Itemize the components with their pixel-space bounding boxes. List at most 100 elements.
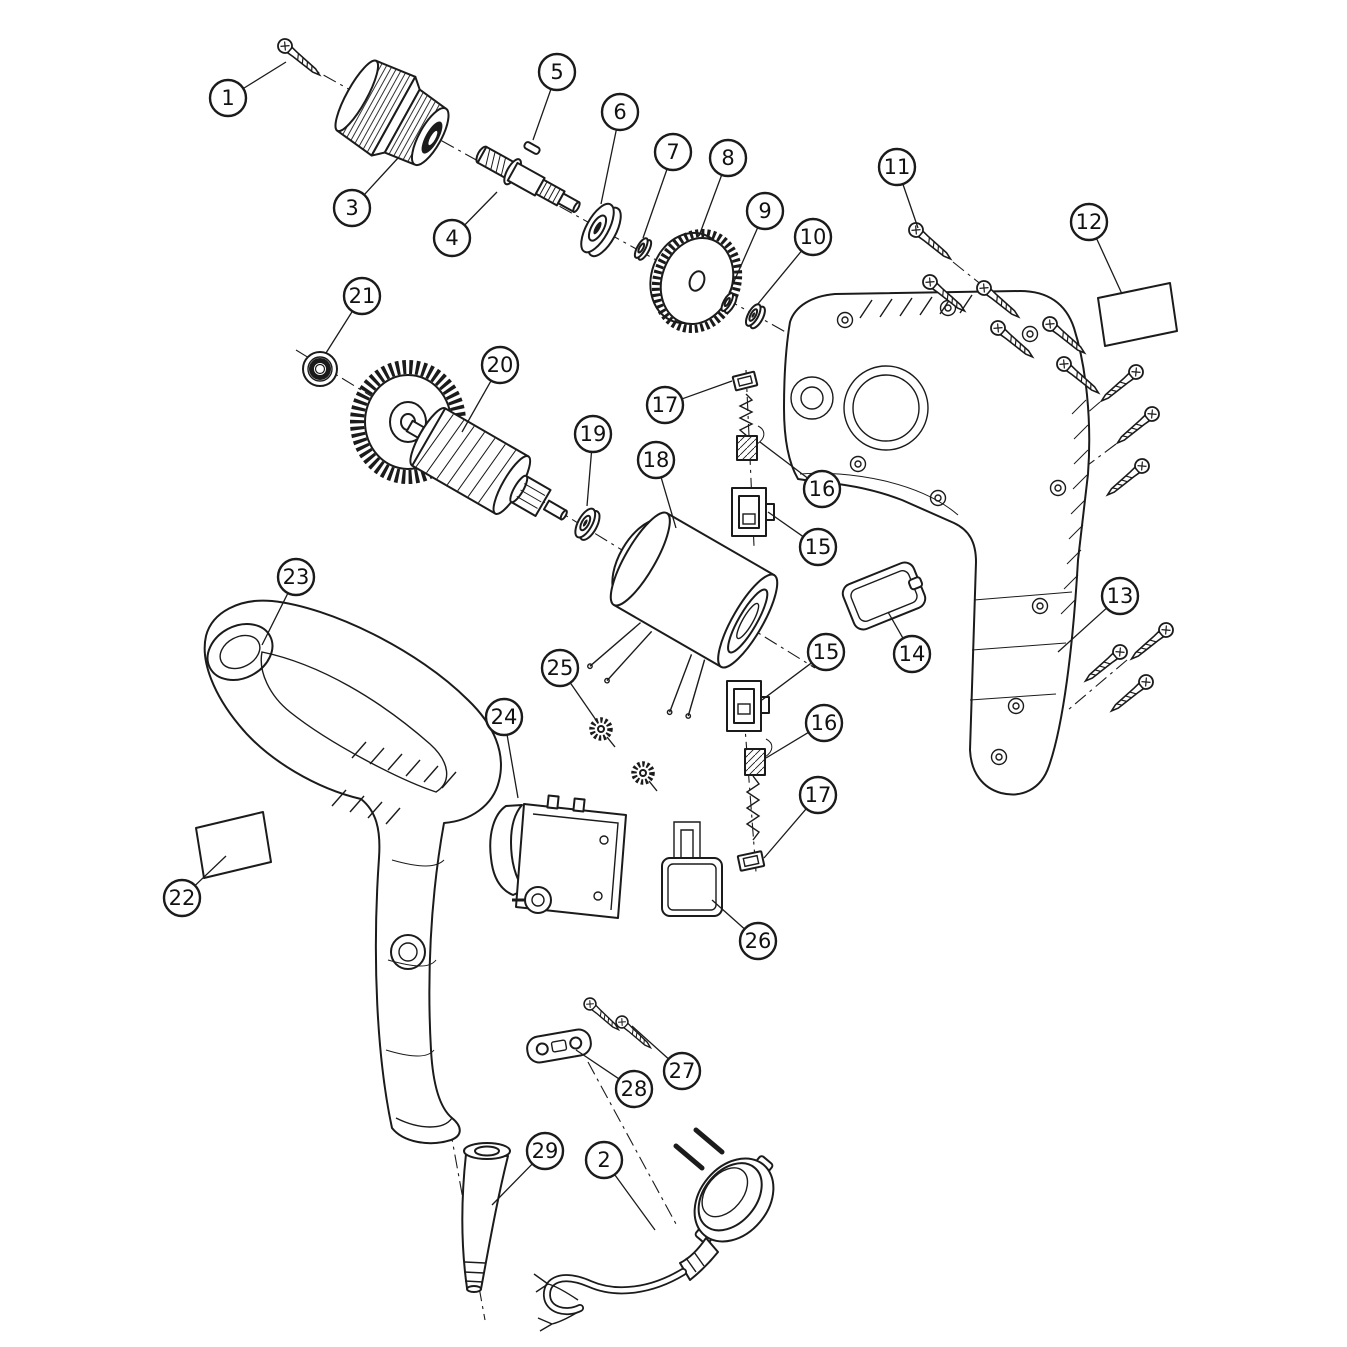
- callout-leader-line: [532, 88, 552, 141]
- callout-circle: [540, 648, 580, 688]
- callout-circle: [1100, 576, 1140, 616]
- callout-circle: [432, 218, 472, 258]
- callout-15: 15: [767, 511, 838, 567]
- callout-26: 26: [711, 899, 778, 961]
- callout-leader-line: [728, 227, 759, 294]
- callout-1: 1: [208, 61, 287, 118]
- callout-circle: [892, 634, 932, 674]
- callout-circle: [653, 132, 693, 172]
- callout-circle: [645, 385, 685, 425]
- callout-number: 17: [805, 783, 832, 807]
- callout-circle: [614, 1069, 654, 1109]
- part-10-bearing: [744, 303, 766, 330]
- brush-spring-bottom: [745, 775, 761, 841]
- callout-number: 7: [666, 140, 679, 164]
- callout-circle: [798, 527, 838, 567]
- part-28-cord-clamp: [526, 1028, 592, 1064]
- callout-leader-line: [660, 477, 677, 529]
- callout-circle: [332, 188, 372, 228]
- callout-leader-line: [681, 380, 733, 400]
- part-26-capacitor: [661, 821, 723, 917]
- part-15-brush-holder-bottom: [726, 680, 770, 732]
- callout-number: 20: [487, 353, 514, 377]
- callout-number: 18: [643, 448, 670, 472]
- callout-circle: [537, 52, 577, 92]
- callout-circle: [584, 1140, 624, 1180]
- part-16-carbon-brush-top: [736, 425, 765, 461]
- callout-22: 22: [162, 855, 227, 918]
- callout-number: 1: [221, 86, 234, 110]
- callout-number: 15: [813, 640, 840, 664]
- callout-circle: [636, 440, 676, 480]
- callout-circle: [208, 78, 248, 118]
- callout-number: 11: [884, 155, 911, 179]
- callout-14: 14: [887, 611, 932, 674]
- callout-number: 8: [721, 146, 734, 170]
- callout-3: 3: [332, 157, 399, 228]
- callout-leader-line: [902, 183, 919, 229]
- callout-circle: [1069, 202, 1109, 242]
- armature-core: [405, 407, 568, 521]
- callout-2: 2: [584, 1140, 656, 1231]
- callout-leader-line: [242, 61, 287, 90]
- callout-circle: [745, 191, 785, 231]
- gearcase-cap: [206, 623, 274, 681]
- plug-pin: [673, 1143, 705, 1171]
- callout-12: 12: [1069, 202, 1123, 295]
- screw-icon: [1126, 619, 1177, 666]
- screw-icon: [1102, 455, 1153, 502]
- callout-21: 21: [325, 276, 382, 354]
- callout-10: 10: [756, 217, 833, 306]
- plug-body: [693, 1155, 775, 1245]
- part-13-housing-right: [783, 290, 1091, 796]
- callout-16: 16: [759, 441, 842, 509]
- callout-16: 16: [765, 703, 844, 759]
- callout-leader-line: [698, 174, 723, 237]
- part-12-label: [1097, 282, 1178, 347]
- callout-leader-line: [461, 380, 492, 433]
- body-vents: [331, 741, 457, 825]
- callout-number: 3: [345, 196, 358, 220]
- callout-18: 18: [636, 440, 677, 529]
- part-6-bearing: [580, 202, 622, 258]
- part-18-stator: [587, 511, 779, 719]
- callout-circle: [480, 345, 520, 385]
- callout-leader-line: [759, 441, 809, 479]
- callout-leader-line: [1095, 238, 1123, 295]
- callout-leader-line: [761, 662, 812, 701]
- callout-17: 17: [645, 380, 733, 425]
- callout-leader-line: [586, 451, 593, 507]
- callout-25: 25: [540, 648, 597, 721]
- callout-number: 16: [811, 711, 838, 735]
- callout-29: 29: [491, 1131, 565, 1206]
- part-7-washer: [633, 237, 653, 261]
- part-25-push-nuts: [589, 717, 658, 792]
- part-29-cable-guard: [461, 1142, 511, 1293]
- callout-8: 8: [698, 138, 748, 237]
- trigger-lock-button: [390, 934, 426, 970]
- callout-circle: [804, 703, 844, 743]
- callout-circle: [600, 92, 640, 132]
- callout-number: 22: [169, 886, 196, 910]
- part-21-bearing: [302, 351, 338, 387]
- callout-leader-line: [756, 250, 803, 306]
- callout-6: 6: [600, 92, 640, 205]
- screw-icon: [580, 994, 624, 1035]
- callout-leader-line: [887, 611, 904, 639]
- callout-circle: [162, 878, 202, 918]
- callout-number: 19: [580, 422, 607, 446]
- callout-circle: [793, 217, 833, 257]
- callout-leader-line: [569, 682, 597, 721]
- callout-circle: [708, 138, 748, 178]
- callout-circle: [877, 147, 917, 187]
- callout-number: 13: [1107, 584, 1134, 608]
- callout-17: 17: [763, 775, 838, 859]
- part-23-body-left: [203, 599, 502, 1145]
- callout-number: 4: [445, 226, 458, 250]
- callout-number: 16: [809, 477, 836, 501]
- part-17-brush-cap-top: [731, 370, 759, 392]
- part-24-switch: [489, 794, 627, 919]
